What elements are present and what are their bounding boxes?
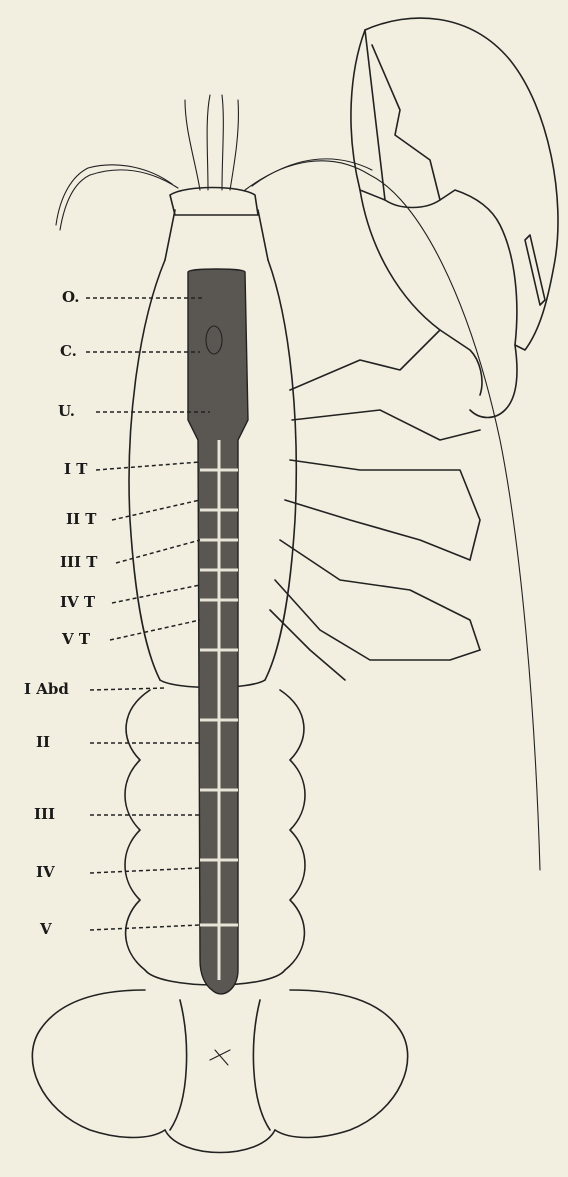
right-antenna xyxy=(245,161,540,870)
label-iii: III xyxy=(34,807,55,822)
label-iv: IV xyxy=(36,865,55,880)
label-v-t: V T xyxy=(62,632,90,647)
label-ii-t: II T xyxy=(66,512,96,527)
label-ii: II xyxy=(36,735,50,750)
label-i-abd: I Abd xyxy=(24,682,69,697)
nerve-cord xyxy=(188,269,248,994)
left-antenna xyxy=(60,170,178,230)
label-i-t: I T xyxy=(64,462,87,477)
right-claw xyxy=(351,18,558,417)
label-iii-t: III T xyxy=(60,555,97,570)
tail-fan xyxy=(32,990,407,1153)
label-o: O. xyxy=(62,290,79,305)
label-u: U. xyxy=(58,404,75,419)
label-c: C. xyxy=(60,344,77,359)
label-v: V xyxy=(40,922,52,937)
walking-legs xyxy=(270,330,480,680)
label-iv-t: IV T xyxy=(60,595,95,610)
antennules xyxy=(185,95,238,190)
